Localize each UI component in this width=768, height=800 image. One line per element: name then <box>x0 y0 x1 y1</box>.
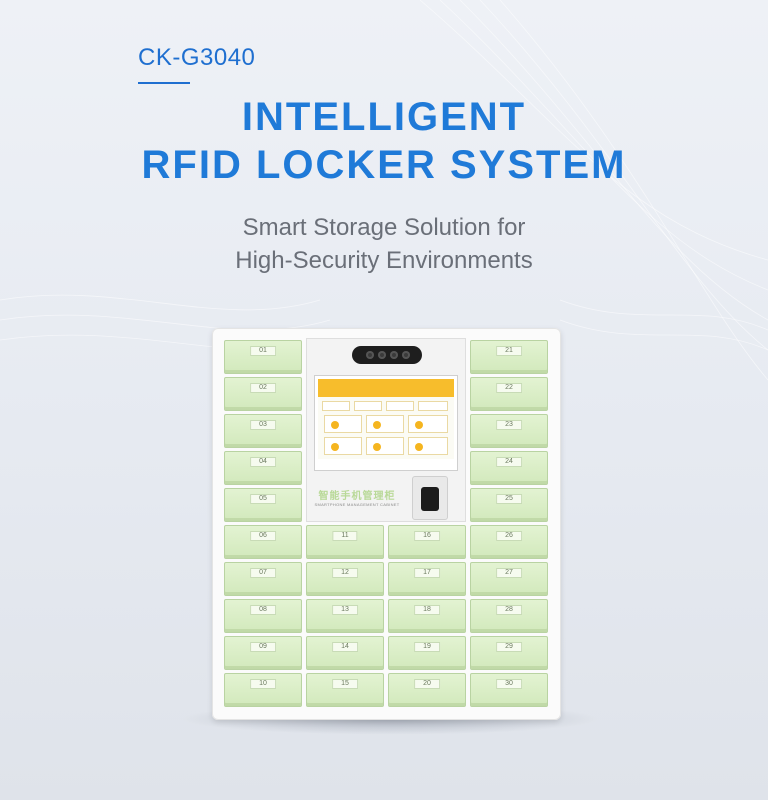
locker-number: 17 <box>414 568 440 578</box>
locker-door-29[interactable]: 29 <box>470 636 548 670</box>
screen-header-bar <box>318 379 454 397</box>
fingerprint-scanner-icon[interactable] <box>412 476 448 520</box>
locker-number: 19 <box>414 642 440 652</box>
locker-door-15[interactable]: 15 <box>306 673 384 707</box>
locker-number: 10 <box>250 679 276 689</box>
model-number: CK-G3040 <box>138 44 256 71</box>
locker-number: 24 <box>496 457 522 467</box>
locker-door-03[interactable]: 03 <box>224 414 302 448</box>
locker-number: 08 <box>250 605 276 615</box>
locker-number: 18 <box>414 605 440 615</box>
locker-number: 25 <box>496 494 522 504</box>
locker-number: 20 <box>414 679 440 689</box>
locker-number: 14 <box>332 642 358 652</box>
brand-subtitle: SMARTPHONE MANAGEMENT CABINET <box>314 502 400 507</box>
locker-door-09[interactable]: 09 <box>224 636 302 670</box>
screen-tile <box>324 415 362 433</box>
brand-label: 智能手机管理柜 <box>318 491 396 502</box>
locker-number: 29 <box>496 642 522 652</box>
locker-number: 01 <box>250 346 276 356</box>
screen-tile <box>366 415 404 433</box>
locker-door-12[interactable]: 12 <box>306 562 384 596</box>
locker-door-22[interactable]: 22 <box>470 377 548 411</box>
locker-door-11[interactable]: 11 <box>306 525 384 559</box>
screen-body <box>318 397 454 459</box>
title-line-1: INTELLIGENT <box>241 95 527 139</box>
locker-door-23[interactable]: 23 <box>470 414 548 448</box>
camera-icon <box>352 346 422 364</box>
locker-number: 07 <box>250 568 276 578</box>
locker-door-21[interactable]: 21 <box>470 340 548 374</box>
locker-number: 09 <box>250 642 276 652</box>
locker-number: 22 <box>496 383 522 393</box>
locker-number: 23 <box>496 420 522 430</box>
screen-tile <box>386 401 414 411</box>
screen-tile <box>366 437 404 455</box>
locker-number: 21 <box>496 346 522 356</box>
locker-door-05[interactable]: 05 <box>224 488 302 522</box>
locker-number: 12 <box>332 568 358 578</box>
locker-door-10[interactable]: 10 <box>224 673 302 707</box>
locker-number: 28 <box>496 605 522 615</box>
locker-door-13[interactable]: 13 <box>306 599 384 633</box>
locker-number: 30 <box>496 679 522 689</box>
locker-door-06[interactable]: 06 <box>224 525 302 559</box>
screen-tile <box>324 437 362 455</box>
locker-door-20[interactable]: 20 <box>388 673 466 707</box>
subtitle-line-2: High-Security Environments <box>235 247 533 274</box>
locker-door-02[interactable]: 02 <box>224 377 302 411</box>
locker-door-01[interactable]: 01 <box>224 340 302 374</box>
locker-number: 05 <box>250 494 276 504</box>
locker-number: 03 <box>250 420 276 430</box>
locker-door-27[interactable]: 27 <box>470 562 548 596</box>
locker-door-19[interactable]: 19 <box>388 636 466 670</box>
screen-tile <box>418 401 448 411</box>
locker-door-28[interactable]: 28 <box>470 599 548 633</box>
locker-number: 02 <box>250 383 276 393</box>
model-underline <box>138 82 190 84</box>
locker-number: 04 <box>250 457 276 467</box>
locker-door-04[interactable]: 04 <box>224 451 302 485</box>
subtitle-line-1: Smart Storage Solution for <box>242 214 526 241</box>
locker-door-17[interactable]: 17 <box>388 562 466 596</box>
locker-number: 11 <box>332 531 358 541</box>
locker-door-18[interactable]: 18 <box>388 599 466 633</box>
locker-door-30[interactable]: 30 <box>470 673 548 707</box>
locker-number: 13 <box>332 605 358 615</box>
screen-tile <box>322 401 350 411</box>
screen-tile <box>354 401 382 411</box>
locker-door-24[interactable]: 24 <box>470 451 548 485</box>
locker-number: 27 <box>496 568 522 578</box>
screen-tile <box>408 415 448 433</box>
locker-door-07[interactable]: 07 <box>224 562 302 596</box>
locker-number: 15 <box>332 679 358 689</box>
locker-door-08[interactable]: 08 <box>224 599 302 633</box>
locker-number: 16 <box>414 531 440 541</box>
screen-tile <box>408 437 448 455</box>
locker-door-16[interactable]: 16 <box>388 525 466 559</box>
locker-number: 26 <box>496 531 522 541</box>
locker-door-25[interactable]: 25 <box>470 488 548 522</box>
title-line-2: RFID LOCKER SYSTEM <box>141 143 627 187</box>
locker-number: 06 <box>250 531 276 541</box>
locker-door-26[interactable]: 26 <box>470 525 548 559</box>
locker-door-14[interactable]: 14 <box>306 636 384 670</box>
